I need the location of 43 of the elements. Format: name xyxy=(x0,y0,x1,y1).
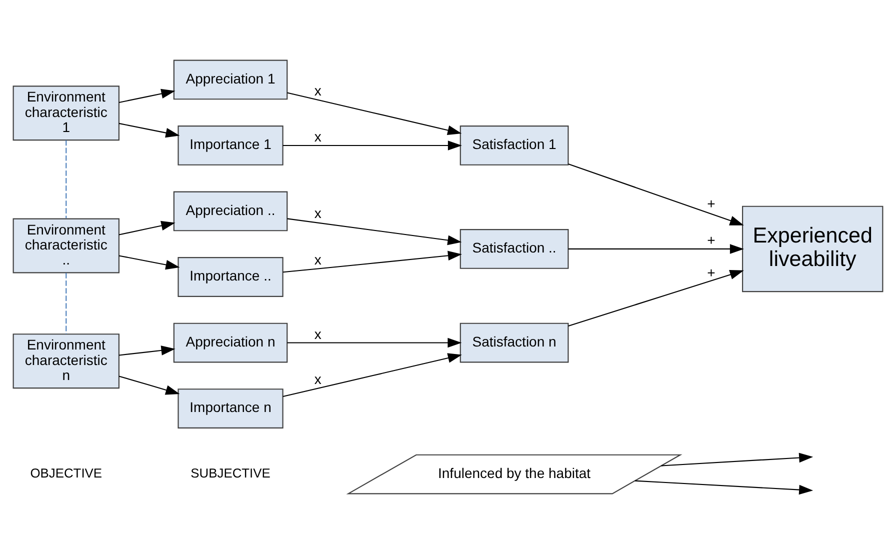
edge-label: x xyxy=(314,370,321,387)
node-box: Environment characteristic n xyxy=(12,333,119,388)
edge-label: + xyxy=(706,194,715,211)
node-box: Appreciation 1 xyxy=(172,59,288,100)
arrow xyxy=(118,122,180,138)
arrow xyxy=(634,480,813,494)
node-box: Importance n xyxy=(177,388,283,428)
node-box: Environment characteristic .. xyxy=(12,218,119,273)
node-box: Importance .. xyxy=(177,256,283,296)
arrow xyxy=(118,220,175,235)
label: OBJECTIVE xyxy=(30,465,102,480)
arrow xyxy=(286,218,462,245)
connector xyxy=(65,272,66,334)
arrow xyxy=(286,92,462,135)
arrow xyxy=(282,250,462,272)
node-box: Experienced liveability xyxy=(742,205,883,292)
arrow xyxy=(118,345,175,356)
label: SUBJECTIVE xyxy=(190,465,270,480)
edge-label: + xyxy=(706,232,715,248)
arrow xyxy=(286,337,462,348)
node-box: Satisfaction .. xyxy=(459,228,568,268)
arrow xyxy=(568,244,744,254)
arrow xyxy=(282,352,462,397)
node-box: Satisfaction 1 xyxy=(459,125,568,165)
node-box: Importance 1 xyxy=(177,125,283,165)
arrow xyxy=(568,162,744,225)
connector xyxy=(65,140,66,218)
edge-label: x xyxy=(314,204,321,221)
edge-label: x xyxy=(314,82,321,98)
arrow xyxy=(118,254,180,270)
edge-label: + xyxy=(706,264,715,280)
arrow xyxy=(660,452,813,466)
arrow xyxy=(282,140,462,150)
node-box: Appreciation .. xyxy=(172,190,288,231)
arrow xyxy=(568,269,744,326)
edge-label: x xyxy=(314,250,321,267)
node-box: Environment characteristic 1 xyxy=(12,85,119,140)
edge-label: x xyxy=(314,325,321,342)
node-box: Appreciation n xyxy=(172,322,288,362)
edge-label: x xyxy=(314,128,321,144)
arrow xyxy=(118,88,175,103)
arrow xyxy=(118,375,180,394)
node-box: Satisfaction n xyxy=(459,322,568,362)
